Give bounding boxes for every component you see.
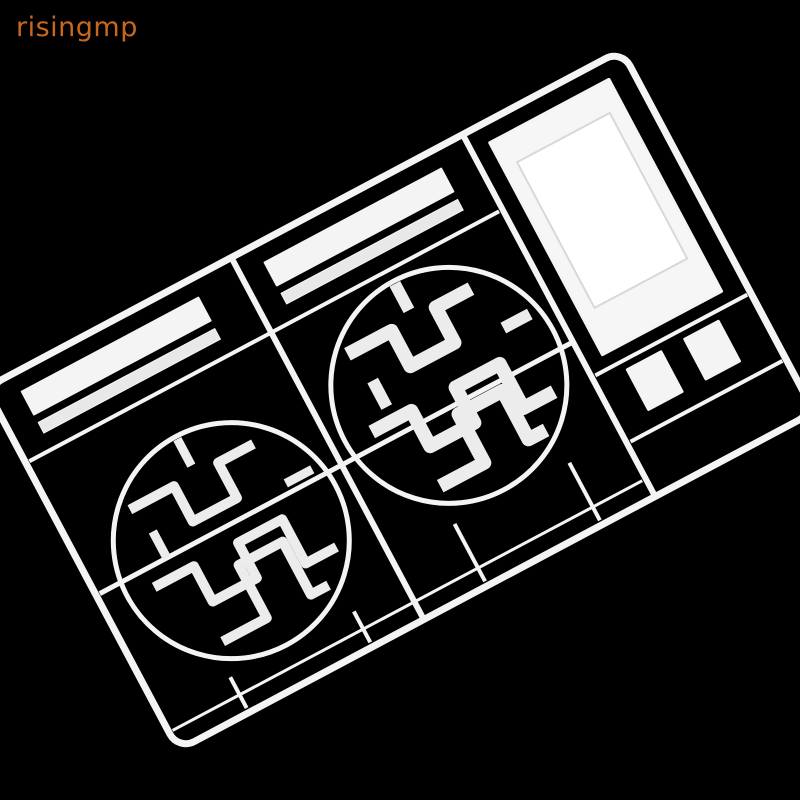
right-column-parts <box>488 77 784 444</box>
runner-horizontal <box>98 339 575 596</box>
right-medallion <box>328 264 570 506</box>
bottom-runner-details <box>171 461 643 732</box>
left-medallion <box>110 420 352 662</box>
watermark-text: risingmp <box>16 12 138 43</box>
top-bar-parts <box>20 167 501 463</box>
runner-left <box>230 258 426 619</box>
sprue-outer-frame <box>0 52 800 748</box>
runner-middle <box>461 135 657 496</box>
